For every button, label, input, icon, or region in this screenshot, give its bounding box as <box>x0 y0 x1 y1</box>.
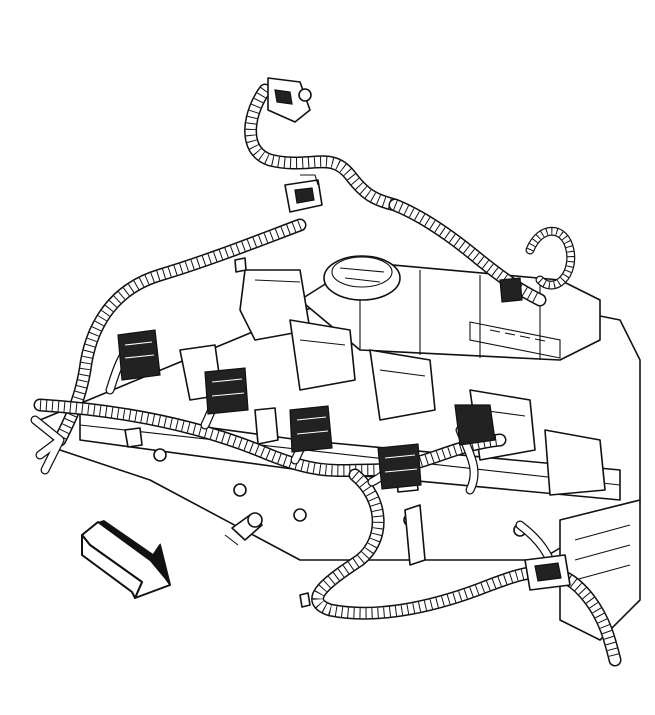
ignition-coil-2 <box>289 319 356 391</box>
harness-connector-right <box>454 277 523 446</box>
lower-right-connector <box>524 554 571 591</box>
sensor-plug <box>224 512 263 546</box>
coil-connector-2 <box>204 367 249 415</box>
ignition-coil-3 <box>369 349 436 421</box>
harness-clips <box>124 257 426 608</box>
coil-connector-3 <box>289 405 333 453</box>
sensor-connector-small <box>284 174 323 213</box>
oil-filler-cap <box>323 255 401 301</box>
coil-connector-1 <box>117 329 161 381</box>
wire-harness <box>30 83 622 667</box>
arrow-icon <box>81 520 171 599</box>
top-sensor-connector <box>267 77 312 123</box>
coil-connector-4 <box>377 443 422 490</box>
ignition-coil-5 <box>544 429 606 496</box>
